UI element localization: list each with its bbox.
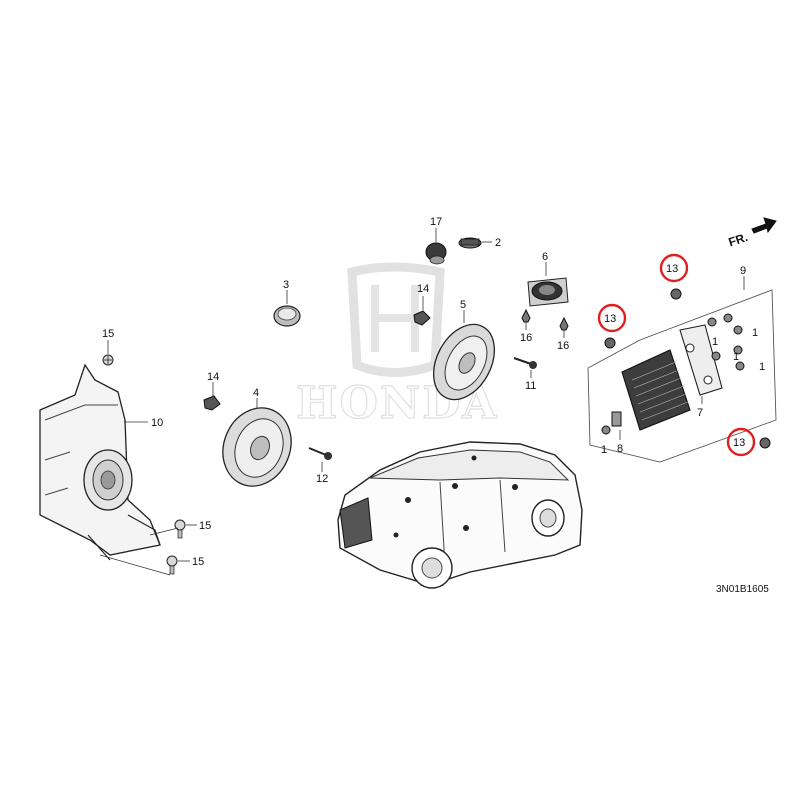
label-7: 7: [697, 407, 703, 419]
label-5: 5: [460, 299, 466, 311]
label-9: 9: [740, 265, 746, 277]
part-1-bolt-a[interactable]: [707, 317, 717, 327]
arrow-right-icon: [751, 217, 777, 234]
label-12: 12: [316, 473, 328, 485]
part-1-bolt-f[interactable]: [735, 361, 745, 371]
label-1-a: 1: [752, 327, 758, 339]
part-1-bolt-e[interactable]: [733, 345, 743, 355]
part-1-bolts: [601, 313, 745, 435]
highlight-ring-13-upper: [659, 253, 689, 283]
label-6: 6: [542, 251, 548, 263]
label-16-right: 16: [557, 340, 569, 352]
label-13-lower: 13: [733, 437, 745, 449]
label-1-c: 1: [733, 351, 739, 363]
part-2-grommet[interactable]: [458, 237, 482, 249]
label-15-bottom: 15: [192, 556, 204, 568]
part-15-bolt-middle[interactable]: [174, 519, 186, 539]
label-1-e: 1: [601, 444, 607, 456]
part-5-rear-speaker[interactable]: [421, 314, 506, 410]
part-13-nut-upper[interactable]: [670, 288, 682, 300]
part-13-nut-lower[interactable]: [759, 437, 771, 449]
label-1-b: 1: [712, 336, 718, 348]
highlight-ring-13-lower: [726, 427, 756, 457]
part-6-center-speaker[interactable]: [527, 277, 569, 307]
diagram-code: 3N01B1605: [716, 584, 769, 595]
part-7-bracket[interactable]: [679, 324, 723, 396]
part-15-bolt-top[interactable]: [102, 354, 114, 366]
label-4: 4: [253, 387, 259, 399]
label-15-middle: 15: [199, 520, 211, 532]
part-14-clip-left[interactable]: [203, 395, 221, 411]
label-16-left: 16: [520, 332, 532, 344]
part-3-tweeter[interactable]: [273, 305, 301, 327]
label-15-top: 15: [102, 328, 114, 340]
label-13-middle: 13: [604, 313, 616, 325]
label-13-upper: 13: [666, 263, 678, 275]
label-1-d: 1: [759, 361, 765, 373]
part-15-bolt-bottom[interactable]: [166, 555, 178, 575]
part-16-clip-left[interactable]: [521, 308, 531, 323]
label-11: 11: [525, 380, 536, 392]
part-9-amplifier[interactable]: [621, 349, 691, 431]
part-1-bolt-g[interactable]: [601, 425, 611, 435]
front-direction-indicator: FR.: [727, 217, 777, 249]
part-10-subwoofer-enclosure[interactable]: [39, 363, 161, 561]
label-8: 8: [617, 443, 623, 455]
vehicle-illustration: [337, 441, 583, 589]
label-14-upper: 14: [417, 283, 429, 295]
label-14-left: 14: [207, 371, 219, 383]
part-1-bolt-b[interactable]: [723, 313, 733, 323]
label-10: 10: [151, 417, 163, 429]
front-direction-label: FR.: [727, 230, 750, 249]
part-8-fastener[interactable]: [611, 411, 622, 427]
part-13-nut-middle[interactable]: [604, 337, 616, 349]
part-1-bolt-c[interactable]: [733, 325, 743, 335]
label-2: 2: [495, 237, 501, 249]
highlight-ring-13-middle: [597, 303, 627, 333]
part-1-bolt-d[interactable]: [711, 351, 721, 361]
label-17: 17: [430, 216, 442, 228]
part-16-clip-right[interactable]: [559, 316, 569, 331]
part-11-screw[interactable]: [513, 357, 537, 369]
part-4-door-speaker[interactable]: [211, 398, 302, 497]
part-17-tweeter-cover[interactable]: [425, 242, 447, 265]
part-12-screw[interactable]: [308, 447, 332, 460]
label-3: 3: [283, 279, 289, 291]
amplifier-group-frame: [587, 289, 777, 463]
part-14-clip-upper[interactable]: [413, 310, 431, 326]
